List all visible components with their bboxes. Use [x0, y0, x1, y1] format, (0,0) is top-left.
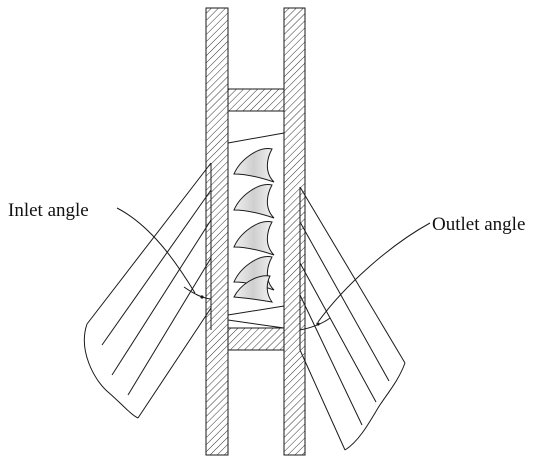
inlet-angle-annotation: Inlet angle: [8, 200, 212, 300]
blade-5: [233, 275, 274, 303]
outlet-angle-label: Outlet angle: [432, 214, 525, 235]
cascade-frame: [227, 132, 285, 329]
left-wall: [205, 7, 229, 456]
outlet-angle-arc: [299, 317, 331, 331]
bottom-end-block: [227, 327, 285, 351]
blade-3: [233, 221, 275, 256]
inlet-angle-arc: [183, 286, 212, 300]
outlet-angle-annotation: Outlet angle: [299, 214, 525, 331]
inlet-duct: [83, 162, 212, 419]
blade-1: [233, 148, 275, 183]
outlet-leader-line: [317, 222, 431, 323]
inlet-leader-line: [116, 207, 196, 294]
outlet-duct: [299, 186, 406, 451]
top-end-block: [227, 88, 285, 112]
inlet-angle-dot: [200, 295, 204, 299]
outlet-angle-dot: [316, 322, 320, 326]
blade-2: [233, 184, 275, 219]
inlet-angle-label: Inlet angle: [8, 200, 89, 221]
blade-row: [233, 148, 275, 303]
right-wall: [283, 7, 306, 456]
